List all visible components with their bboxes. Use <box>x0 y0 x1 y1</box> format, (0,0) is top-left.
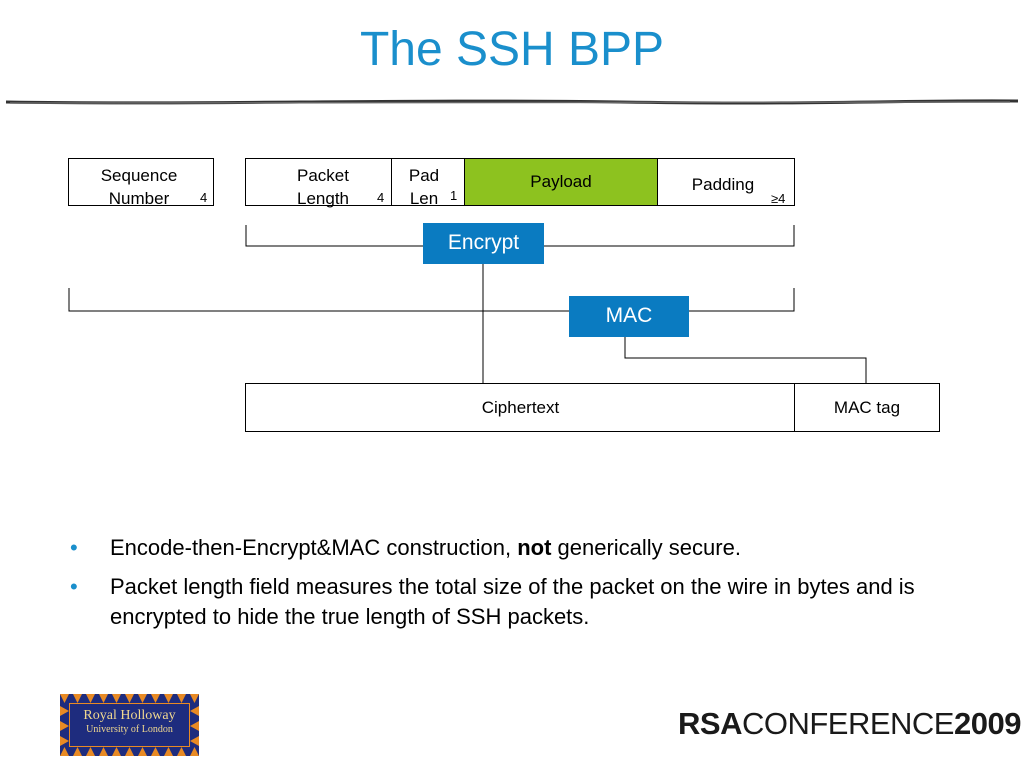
mac-operation: MAC <box>569 296 689 337</box>
packet-length-label-line2: Length <box>297 189 349 208</box>
mac-tag-block: MAC tag <box>794 383 940 432</box>
bullet-glyph: • <box>70 535 78 560</box>
sequence-label-line1: Sequence <box>100 166 178 185</box>
encrypt-operation: Encrypt <box>423 223 544 264</box>
ciphertext-block: Ciphertext <box>245 383 796 432</box>
ciphertext-label: Ciphertext <box>481 398 560 417</box>
bullet-1-pre: Encode-then-Encrypt&MAC construction, <box>110 535 518 560</box>
packet-length-label-line1: Packet <box>297 166 349 185</box>
logo-diamond-border <box>60 694 199 756</box>
bullet-item: • Encode-then-Encrypt&MAC construction, … <box>70 533 950 563</box>
logo-text-panel: Royal Holloway University of London <box>69 703 190 747</box>
royal-holloway-logo: Royal Holloway University of London <box>60 694 199 756</box>
logo-line-1: Royal Holloway <box>83 708 176 723</box>
sequence-label-line2: Number <box>108 189 170 208</box>
slide-title: The SSH BPP <box>359 23 665 76</box>
bullet-2-text: Packet length field measures the total s… <box>110 574 915 629</box>
bullet-list: • Encode-then-Encrypt&MAC construction, … <box>70 533 950 641</box>
payload-label: Payload <box>530 172 592 191</box>
padding-field: Padding ≥4 <box>657 158 795 206</box>
mac-tag-label: MAC tag <box>833 398 901 417</box>
sequence-number-field: Sequence Number 4 <box>68 158 214 208</box>
bullet-glyph: • <box>70 574 78 599</box>
pad-length-field: Pad Len 1 <box>391 158 465 208</box>
pad-length-label-line2: Len <box>409 189 439 208</box>
sequence-size: 4 <box>200 190 208 205</box>
title-divider <box>5 99 1019 105</box>
conference-year: 2009 <box>953 706 1021 741</box>
payload-field: Payload <box>464 158 658 206</box>
logo-line-2: University of London <box>86 724 173 735</box>
packet-length-size: 4 <box>377 190 385 205</box>
bullet-1-post: generically secure. <box>551 535 741 560</box>
padding-size: ≥4 <box>771 191 786 206</box>
pad-length-label-line1: Pad <box>408 166 440 185</box>
bullet-item: • Packet length field measures the total… <box>70 572 950 632</box>
pad-length-size: 1 <box>450 188 458 203</box>
rsa-conference-logo: RSACONFERENCE2009 <box>678 704 1021 744</box>
bullet-1-bold: not <box>517 535 552 560</box>
rsa-mark: RSA <box>678 706 742 741</box>
packet-length-field: Packet Length 4 <box>245 158 392 208</box>
conference-word: CONFERENCE <box>741 706 955 741</box>
padding-label: Padding <box>691 175 755 194</box>
